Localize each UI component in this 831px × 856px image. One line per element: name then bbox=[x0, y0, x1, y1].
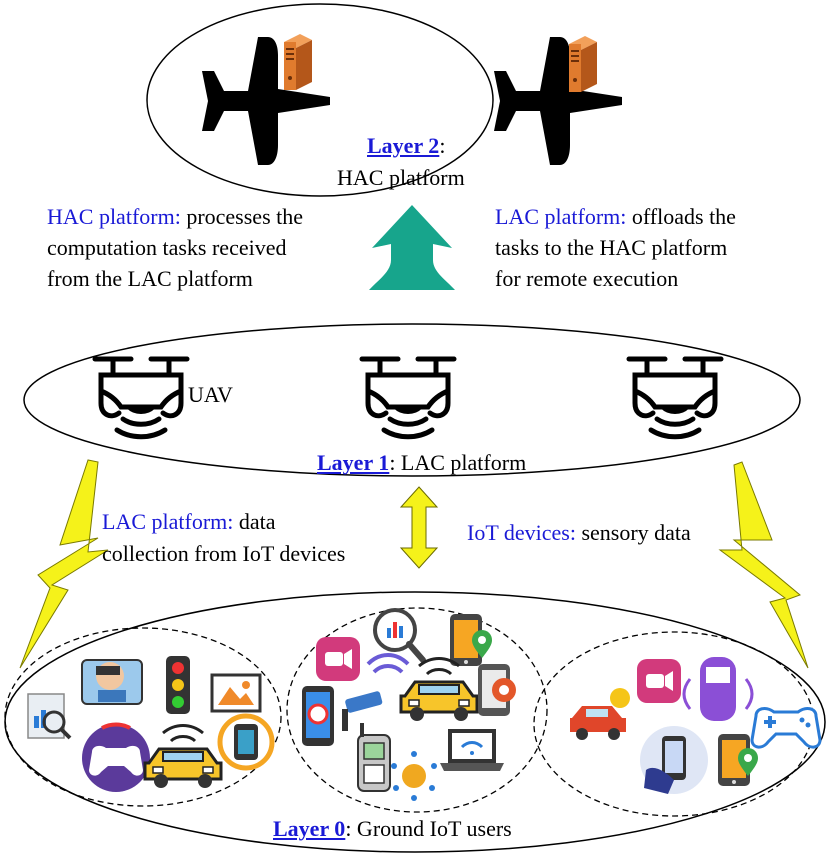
image-icon bbox=[210, 673, 262, 713]
vr-headset-icon bbox=[81, 659, 143, 705]
hac-annotation-line1: HAC platform: processes the bbox=[47, 201, 303, 232]
iot-text: sensory data bbox=[575, 520, 691, 545]
lac-offload-key: LAC platform: bbox=[495, 204, 627, 229]
hac-text-3: from the LAC platform bbox=[47, 266, 253, 291]
layer0-label: Layer 0: Ground IoT users bbox=[273, 813, 512, 844]
layer2-link[interactable]: Layer 2 bbox=[367, 133, 440, 158]
laptop-wifi-icon bbox=[440, 729, 504, 771]
lac-offload-text-1: offloads the bbox=[626, 204, 736, 229]
hac-text-2: computation tasks received bbox=[47, 235, 287, 260]
server-icon bbox=[569, 36, 597, 92]
phone-gear-icon bbox=[478, 664, 516, 716]
video-camera-icon bbox=[316, 637, 360, 681]
lac-offload-text-3: for remote execution bbox=[495, 266, 679, 291]
lac-collect-line1: LAC platform: data bbox=[102, 506, 276, 537]
layer1-label: Layer 1: LAC platform bbox=[317, 447, 526, 478]
cctv-icon bbox=[342, 691, 383, 731]
hac-text-1: processes the bbox=[180, 204, 304, 229]
layer0-suffix: : Ground IoT users bbox=[345, 816, 512, 841]
layer1-suffix: : LAC platform bbox=[389, 450, 527, 475]
lac-collect-key: LAC platform: bbox=[102, 509, 234, 534]
layer1-ellipse bbox=[23, 323, 801, 477]
pokemon-phone-icon bbox=[302, 686, 334, 746]
hac-key: HAC platform: bbox=[47, 204, 181, 229]
red-car-icon bbox=[570, 688, 630, 740]
bitcoin-icon bbox=[391, 751, 437, 801]
gamepad-icon bbox=[82, 722, 150, 792]
layer0-link[interactable]: Layer 0 bbox=[273, 816, 346, 841]
airplane-icon bbox=[494, 37, 622, 165]
cellphone-icon bbox=[357, 723, 391, 792]
up-arrow-icon bbox=[369, 205, 455, 290]
lac-offload-text-2: tasks to the HAC platform bbox=[495, 235, 728, 260]
phone-hand-icon bbox=[640, 726, 708, 794]
iot-sensory-line: IoT devices: sensory data bbox=[467, 517, 691, 548]
lac-collect-text-1: data bbox=[233, 509, 276, 534]
lightning-left-icon bbox=[19, 459, 109, 669]
layer2-name: HAC platform bbox=[337, 165, 465, 190]
analytics-icon bbox=[27, 693, 72, 740]
wifi-signal-icon bbox=[366, 653, 410, 674]
traffic-light-icon bbox=[166, 656, 190, 714]
search-chart-icon bbox=[373, 608, 426, 663]
layer1-link[interactable]: Layer 1 bbox=[317, 450, 390, 475]
smart-car-icon bbox=[682, 657, 754, 721]
lac-offload-line1: LAC platform: offloads the bbox=[495, 201, 736, 232]
layer2-label: Layer 2: bbox=[367, 130, 445, 161]
lac-collect-text-2: collection from IoT devices bbox=[102, 541, 346, 566]
iot-group-left bbox=[4, 627, 282, 807]
uav-label: UAV bbox=[188, 382, 233, 407]
video-camera-icon bbox=[637, 659, 681, 703]
layer2-suffix: : bbox=[439, 133, 446, 158]
server-icon bbox=[284, 34, 312, 90]
lightning-right-icon bbox=[718, 461, 809, 669]
smartwatch-icon bbox=[217, 713, 275, 771]
iot-key: IoT devices: bbox=[467, 520, 576, 545]
iot-group-middle bbox=[286, 607, 548, 813]
bidirectional-arrow-icon bbox=[399, 486, 439, 569]
